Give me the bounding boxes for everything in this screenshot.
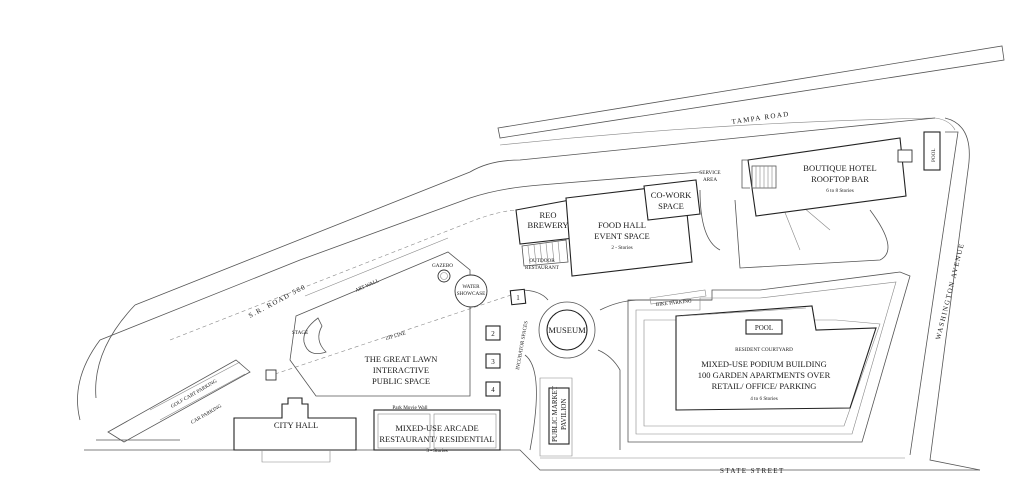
state-street-label: STATE STREET	[720, 467, 785, 475]
pavilion-label-1: PUBLIC MARKET	[551, 385, 559, 442]
co-work-building	[643, 179, 701, 221]
water-showcase-label-2: SHOWCASE	[457, 291, 486, 297]
car-parking-label: CAR PARKING	[190, 403, 223, 426]
incubator-2	[485, 325, 501, 341]
residential-pool	[745, 319, 783, 335]
residential-pool-label: POOL	[755, 324, 773, 332]
city-hall-building	[233, 397, 357, 451]
tampa-road-label: TAMPA ROAD	[731, 110, 790, 126]
food-hall-title: FOOD HALL	[598, 220, 646, 230]
pavilion-label-2: PAVILION	[560, 398, 568, 430]
arcade-stories: 3 - Stories	[426, 448, 447, 454]
arcade-line-2: RESTAURANT/ RESIDENTIAL	[379, 434, 494, 444]
bike-parking-strip	[649, 289, 707, 305]
road-linework	[77, 45, 1005, 471]
incubator-2-label: 2	[491, 330, 495, 338]
hotel-title: BOUTIQUE HOTEL	[803, 163, 876, 173]
outdoor-label: OUTDOOR	[529, 258, 555, 264]
incubator-4	[485, 381, 501, 397]
buildings	[233, 131, 941, 463]
city-hall-label: CITY HALL	[274, 420, 318, 430]
art-wall-label: ART WALL	[354, 278, 380, 294]
restaurant-label: RESTAURANT	[525, 265, 560, 271]
podium-building	[675, 305, 877, 411]
podium-stories: 4 to 6 Stories	[750, 396, 778, 402]
hotel-pool	[923, 131, 941, 171]
service-area-label-2: AREA	[703, 177, 717, 183]
museum-building	[546, 309, 588, 351]
stage-label: STAGE	[292, 330, 308, 336]
boutique-hotel-building	[747, 137, 907, 217]
cowork-label-2: SPACE	[658, 201, 684, 211]
podium-line-2: 100 GARDEN APARTMENTS OVER	[698, 370, 831, 380]
great-lawn-line-3: PUBLIC SPACE	[372, 376, 430, 386]
incubator-1	[509, 288, 527, 306]
hotel-stories: 6 to 8 Stories	[826, 188, 854, 194]
food-hall-line-2: EVENT SPACE	[594, 231, 650, 241]
incubator-3	[485, 353, 501, 369]
podium-line-3: RETAIL/ OFFICE/ PARKING	[712, 381, 817, 391]
incubator-spaces-label: INCUBATOR SPACES	[515, 321, 530, 371]
reo-label: REO	[540, 210, 557, 220]
resident-courtyard-label: RESIDENT COURTYARD	[735, 347, 793, 353]
service-area-label-1: SERVICE	[699, 170, 720, 176]
museum-label: MUSEUM	[548, 325, 586, 335]
hotel-stair-hatch	[751, 165, 777, 189]
podium-title: MIXED-USE PODIUM BUILDING	[701, 359, 827, 369]
arcade-title: MIXED-USE ARCADE	[395, 423, 478, 433]
food-hall-stories: 2 - Stories	[611, 245, 632, 251]
bike-parking-label: BIKE PARKING	[656, 298, 693, 308]
outdoor-restaurant-hatch	[521, 239, 569, 267]
great-lawn-title: THE GREAT LAWN	[365, 354, 438, 364]
cowork-label-1: CO-WORK	[651, 190, 692, 200]
gazebo	[437, 269, 451, 283]
hotel-line-2: ROOFTOP BAR	[811, 174, 869, 184]
sr-580-label: S.R. ROAD 580	[247, 283, 307, 320]
mixed-use-arcade-building	[373, 409, 501, 451]
incubator-4-label: 4	[491, 386, 495, 394]
hotel-pool-label: POOL	[931, 148, 937, 162]
incubator-3-label: 3	[491, 358, 495, 366]
gazebo-label: GAZEBO	[432, 263, 453, 269]
great-lawn-line-2: INTERACTIVE	[373, 365, 429, 375]
park-movie-wall-label: Park Movie Wall	[392, 405, 428, 411]
water-showcase	[454, 274, 488, 308]
public-market-pavilion	[548, 387, 570, 445]
brewery-label: BREWERY	[527, 220, 568, 230]
washington-avenue-label: WASHINGTON AVENUE	[934, 242, 966, 341]
incubator-1-label: 1	[516, 294, 520, 302]
water-showcase-label-1: WATER	[462, 284, 480, 290]
zip-line-label: ZIP LINE	[385, 330, 407, 341]
